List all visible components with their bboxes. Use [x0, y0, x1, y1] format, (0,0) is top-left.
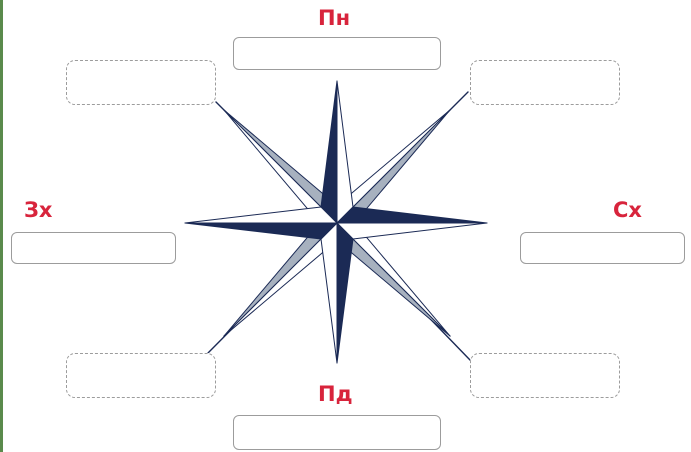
label-west: Зх: [24, 200, 52, 221]
point-north: [321, 81, 353, 223]
label-north: Пн: [318, 8, 350, 29]
answer-box-east[interactable]: [520, 232, 685, 264]
point-south: [321, 223, 353, 363]
answer-box-north-west[interactable]: [66, 60, 216, 105]
point-west: [185, 207, 337, 239]
point-east: [337, 207, 487, 239]
label-south: Пд: [318, 384, 353, 405]
answer-box-south[interactable]: [233, 415, 441, 450]
label-east: Сх: [613, 200, 642, 221]
answer-box-north-east[interactable]: [470, 60, 620, 105]
answer-box-south-east[interactable]: [470, 353, 620, 398]
answer-box-west[interactable]: [11, 232, 176, 264]
answer-box-south-west[interactable]: [66, 353, 216, 398]
answer-box-north[interactable]: [233, 37, 441, 70]
